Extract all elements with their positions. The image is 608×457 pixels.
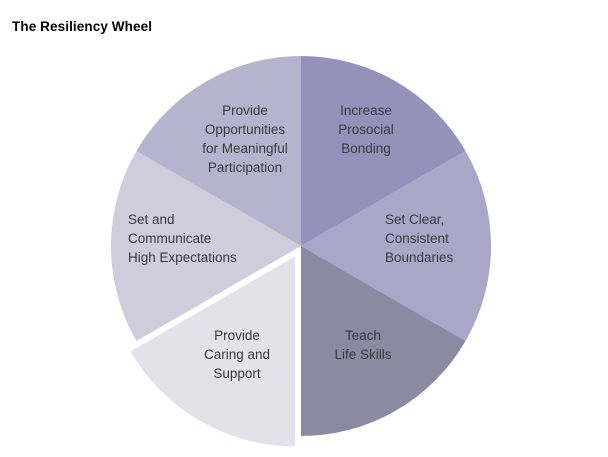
pie-slice-teach-life-skills: [301, 246, 466, 436]
pie-slice-provide-opportunities-for-meaningful-participation: [136, 56, 301, 246]
pie-slice-set-clear-consistent-boundaries: [301, 151, 491, 341]
pie-slice-set-and-communicate-high-expectations: [110, 151, 301, 341]
pie-slice-increase-prosocial-bonding: [301, 56, 466, 246]
chart-title: The Resiliency Wheel: [12, 19, 153, 34]
pie-slice-provide-caring-and-support: [130, 256, 295, 447]
